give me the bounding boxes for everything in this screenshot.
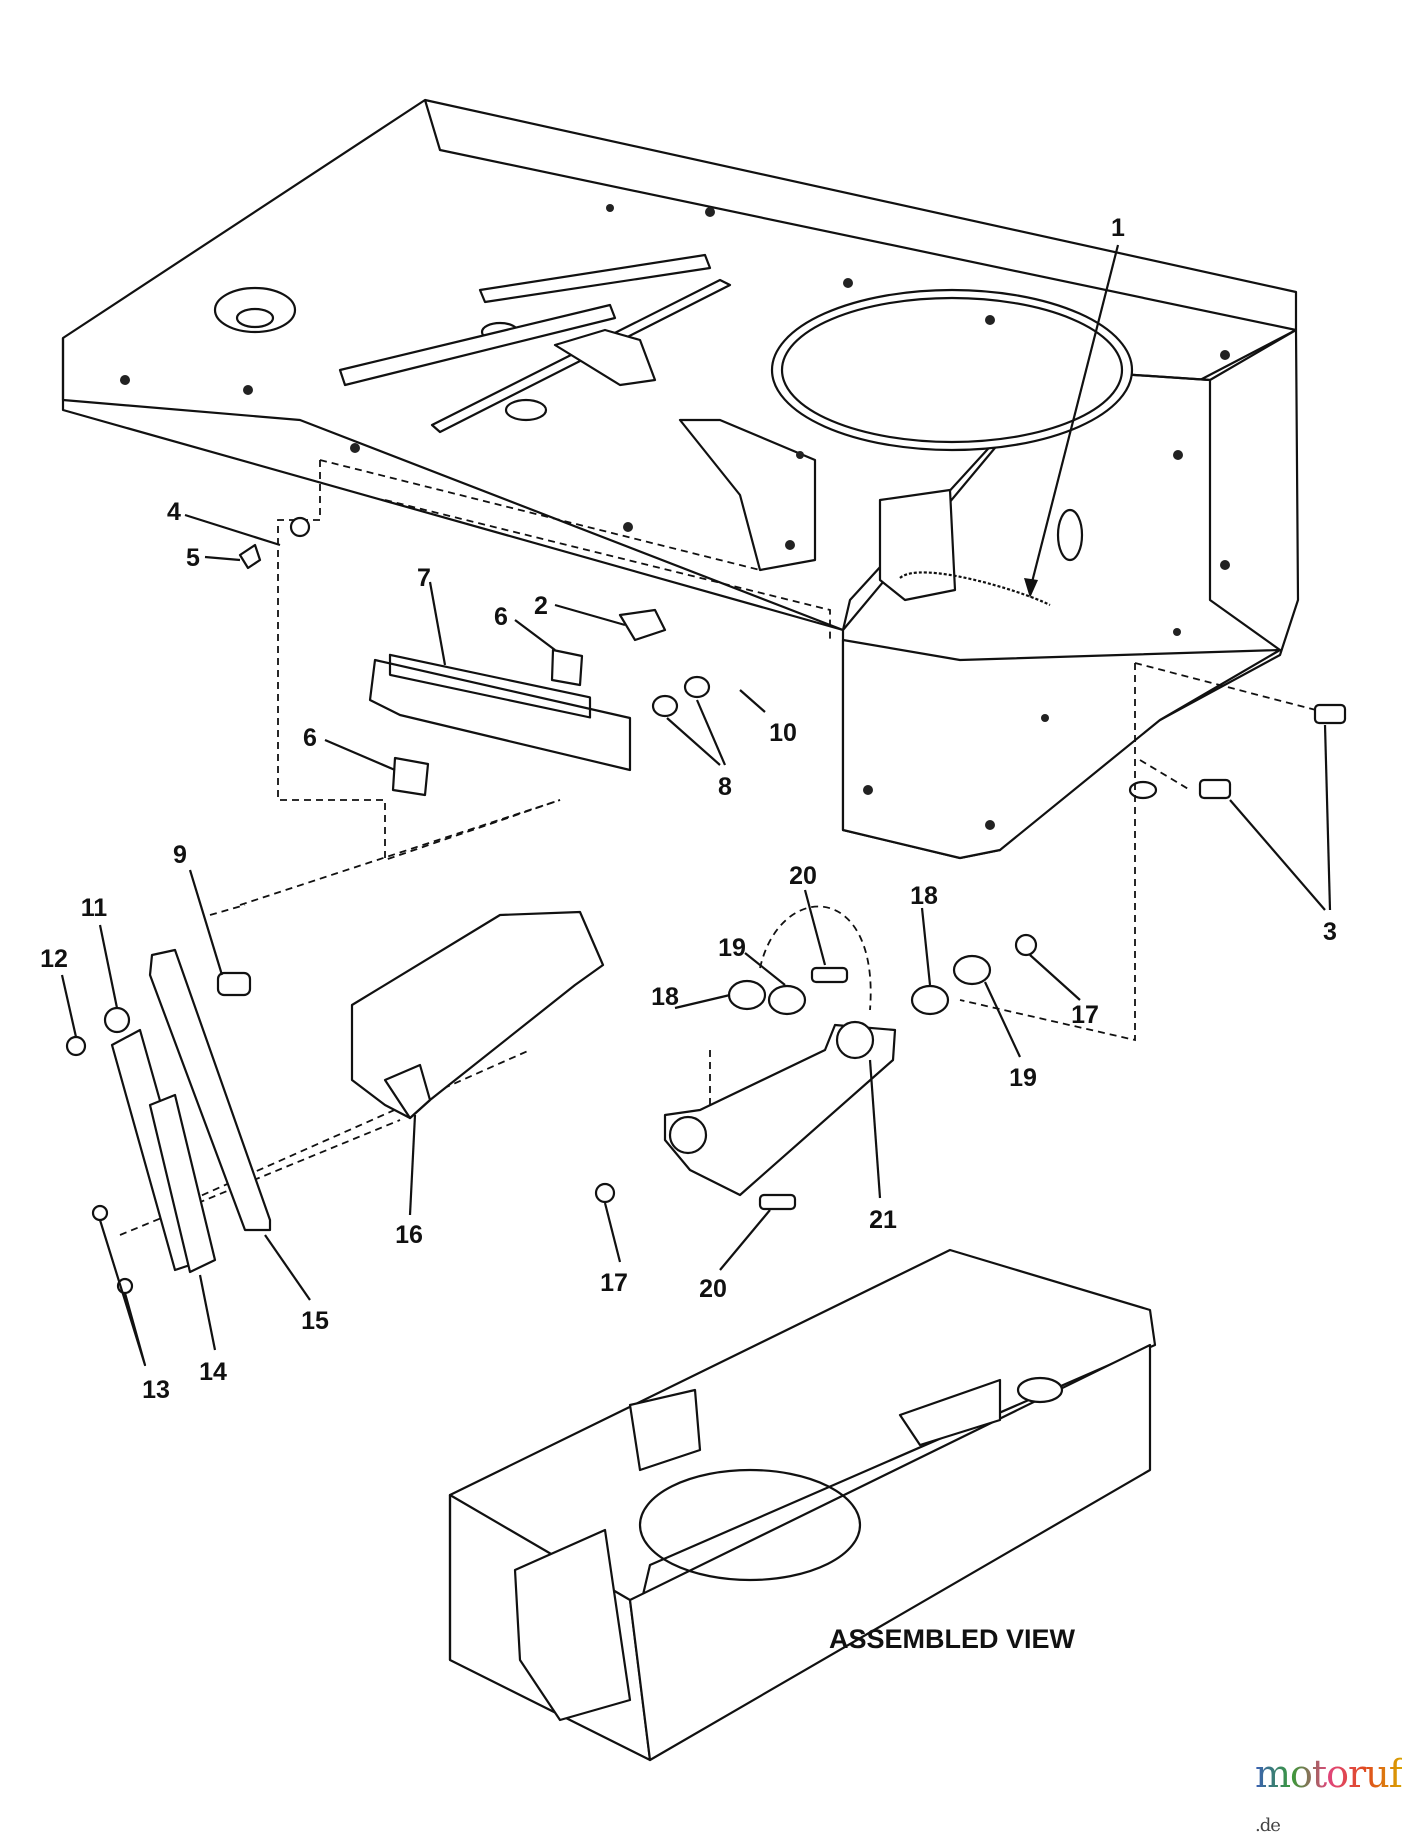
callout-5: 5 [186,544,200,572]
callout-16: 16 [395,1221,423,1249]
callout-20b: 20 [699,1275,727,1303]
assembled-view-label: ASSEMBLED VIEW [829,1624,1076,1654]
callout-17b: 17 [600,1269,628,1297]
callout-6b: 6 [303,724,317,752]
callout-2: 2 [534,592,548,620]
pedal-arm-parts [594,703,1347,1211]
callout-1: 1 [1111,214,1125,242]
callouts: 1 2 3 4 5 6 6 7 8 9 10 11 12 13 14 15 16… [40,214,1337,1654]
callout-17a: 17 [1071,1001,1099,1029]
callout-15: 15 [301,1307,329,1335]
callout-6a: 6 [494,603,508,631]
lever-parts [65,910,605,1295]
assembled-view-drawing [448,1248,1157,1762]
callout-14: 14 [199,1358,227,1386]
callout-18a: 18 [910,882,938,910]
callout-13: 13 [142,1376,170,1404]
bracket-plate [238,516,711,797]
callout-21: 21 [869,1206,897,1234]
watermark-suffix: .de [1255,1815,1281,1836]
callout-18b: 18 [651,983,679,1011]
callout-8: 8 [718,773,732,801]
callout-10: 10 [769,719,797,747]
callout-19a: 19 [718,934,746,962]
callout-12: 12 [40,945,68,973]
callout-7: 7 [417,564,431,592]
spring [899,244,1120,606]
callout-3: 3 [1323,918,1337,946]
callout-4: 4 [167,498,181,526]
callout-20a: 20 [789,862,817,890]
callout-9: 9 [173,841,187,869]
watermark-logo: motoruf .de [1255,1752,1415,1840]
leader-lines [60,513,1332,1367]
parts-diagram: 1 2 3 4 5 6 6 7 8 9 10 11 12 13 14 15 16… [40,98,1347,1762]
callout-11: 11 [81,894,108,922]
chassis-holes [120,204,1230,830]
watermark-text: motoruf [1255,1752,1403,1796]
callout-19b: 19 [1009,1064,1037,1092]
